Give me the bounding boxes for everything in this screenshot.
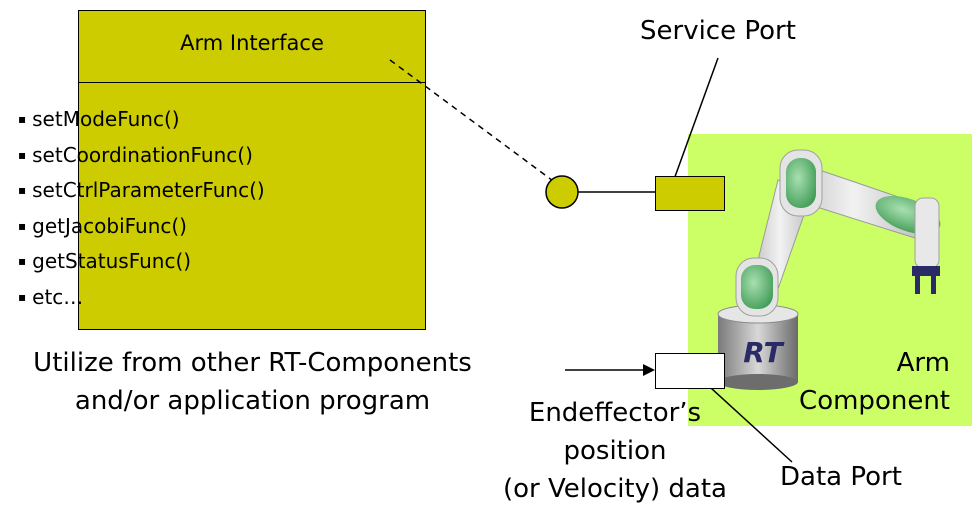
- service-provider-circle: [545, 175, 579, 209]
- arm-interface-title: Arm Interface: [79, 11, 425, 83]
- robot-arm-illustration: [717, 149, 941, 390]
- endeffector-line-1: Endeffector’s: [528, 398, 702, 428]
- endeffector-line-3: (or Velocity) data: [503, 474, 727, 504]
- method-item: setModeFunc(): [18, 106, 265, 142]
- utilize-line-2: and/or application program: [74, 386, 431, 416]
- rt-logo-text: RT: [743, 336, 784, 369]
- interface-dashed-connector: [389, 59, 569, 193]
- method-item: getStatusFunc(): [18, 248, 265, 284]
- data-port-label: Data Port: [780, 462, 902, 492]
- service-port-label: Service Port: [640, 16, 796, 46]
- method-item: etc…: [18, 284, 265, 320]
- arm-label-line-2: Component: [799, 386, 950, 416]
- service-port: [655, 176, 725, 211]
- utilize-description: Utilize from other RT-Components and/or …: [0, 344, 505, 420]
- arm-component-label: Arm Component: [790, 344, 950, 420]
- data-port-leader: [699, 377, 793, 463]
- method-item: setCtrlParameterFunc(): [18, 177, 265, 213]
- method-item: getJacobiFunc(): [18, 213, 265, 249]
- data-port: [655, 353, 725, 389]
- service-port-leader: [667, 57, 719, 197]
- endeffector-data-label: Endeffector’s position (or Velocity) dat…: [500, 394, 730, 508]
- data-input-arrowhead: [643, 364, 655, 376]
- endeffector-line-2: position: [563, 436, 667, 466]
- method-item: setCoordinationFunc(): [18, 142, 265, 178]
- interface-method-list: setModeFunc() setCoordinationFunc() setC…: [18, 106, 265, 319]
- utilize-line-1: Utilize from other RT-Components: [33, 348, 472, 378]
- arm-label-line-1: Arm: [896, 348, 950, 378]
